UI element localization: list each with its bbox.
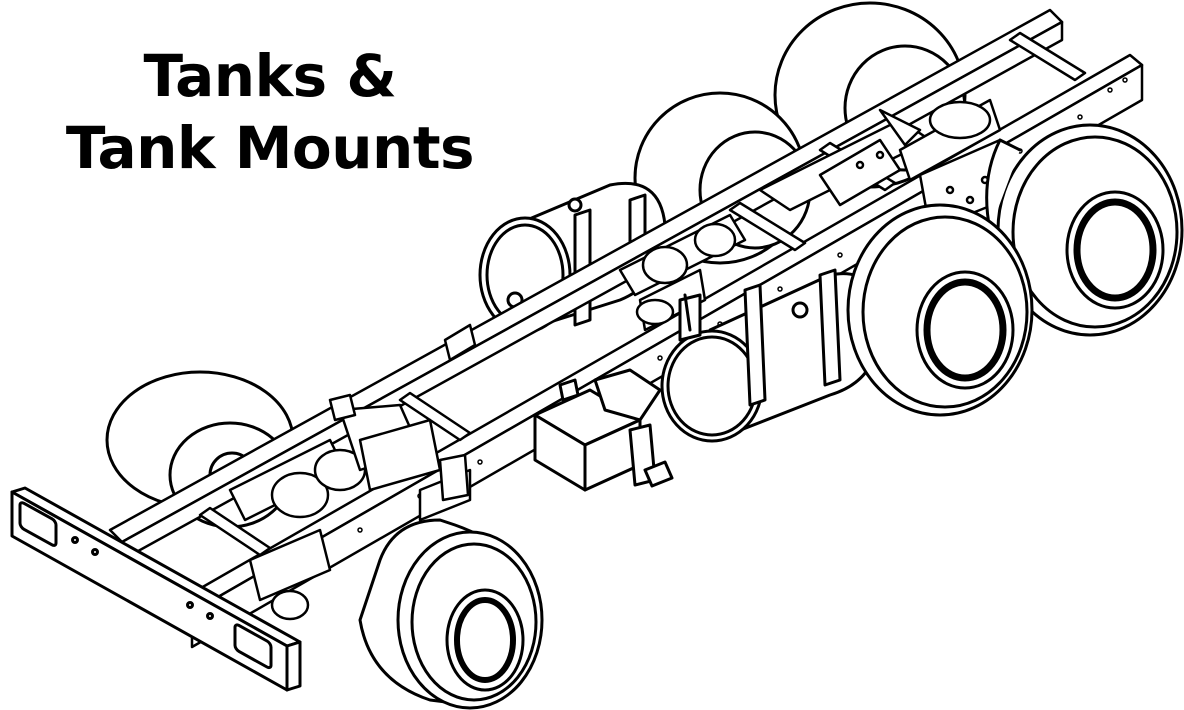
battery-box [535,370,672,490]
front-suspension [230,395,470,619]
rear-near-wheel-2 [987,125,1182,335]
page-title: Tanks & Tank Mounts [40,40,500,184]
rear-near-wheel-1 [848,205,1032,415]
fuel-tank-near [662,270,880,441]
title-line-1: Tanks & [143,42,397,110]
front-bumper [12,488,300,690]
title-line-2: Tank Mounts [65,114,475,182]
front-near-wheel [360,520,542,708]
driveline [445,215,745,360]
